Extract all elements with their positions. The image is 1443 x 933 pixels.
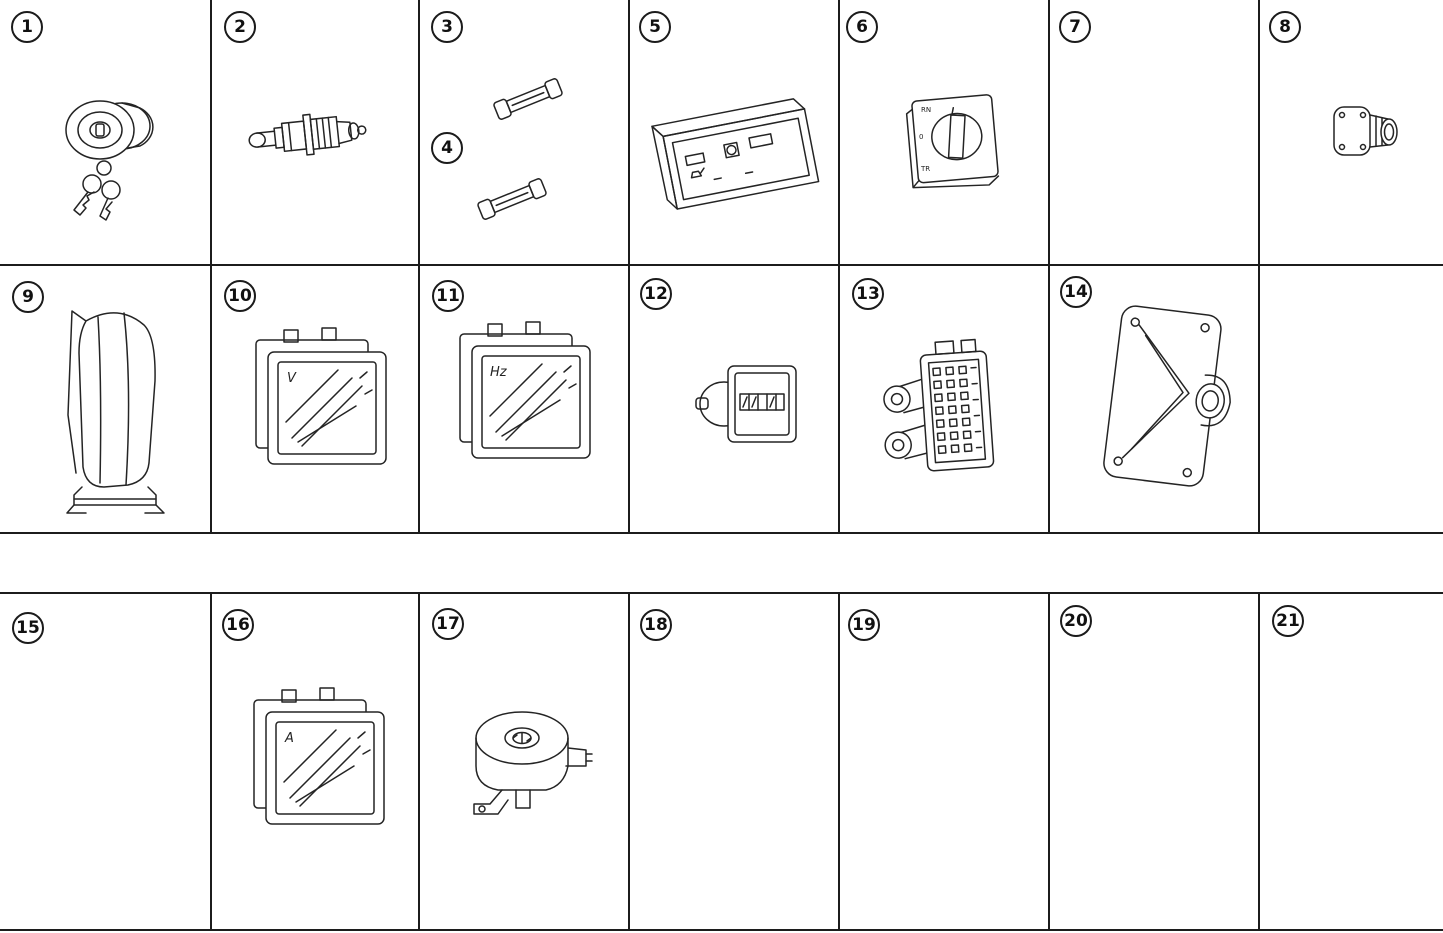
switch-marking: RN bbox=[921, 106, 931, 114]
grid-vline bbox=[1258, 592, 1260, 929]
display-window bbox=[748, 133, 774, 149]
grid-vline bbox=[1048, 592, 1050, 929]
grid-hline bbox=[0, 532, 1443, 534]
item-badge-19: 19 bbox=[848, 609, 880, 641]
part-5 bbox=[640, 85, 830, 220]
grid-vline bbox=[628, 0, 630, 532]
part-1 bbox=[48, 88, 178, 228]
item-badge-17: 17 bbox=[432, 608, 464, 640]
item-number: 19 bbox=[852, 615, 876, 635]
fuse-drawing bbox=[493, 78, 563, 120]
grid-vline bbox=[838, 592, 840, 929]
fuse-drawing bbox=[477, 178, 547, 220]
grid-vline bbox=[210, 0, 212, 532]
item-badge-16: 16 bbox=[222, 609, 254, 641]
grid-vline bbox=[1258, 0, 1260, 532]
voltmeter-gauge-drawing: V bbox=[255, 327, 387, 465]
part-16: A bbox=[240, 678, 400, 838]
item-number: 3 bbox=[441, 17, 453, 37]
item-number: 10 bbox=[228, 286, 252, 306]
item-badge-14: 14 bbox=[1060, 276, 1092, 308]
switch-marking: TR bbox=[920, 165, 930, 173]
item-number: 15 bbox=[16, 618, 40, 638]
item-number: 7 bbox=[1069, 17, 1081, 37]
item-badge-8: 8 bbox=[1269, 11, 1301, 43]
hourglass-icon bbox=[723, 141, 740, 159]
grid-hline bbox=[0, 592, 1443, 594]
item-number: 4 bbox=[441, 138, 453, 158]
hour-meter-drawing bbox=[651, 98, 820, 210]
sender-unit-drawing bbox=[473, 711, 593, 815]
display-window bbox=[684, 152, 706, 167]
item-number: 6 bbox=[856, 17, 868, 37]
gauge-glyph: V bbox=[287, 371, 297, 386]
oil-icon bbox=[690, 167, 705, 179]
item-number: 9 bbox=[22, 287, 34, 307]
rotary-switch-drawing: RN 0 TR bbox=[905, 94, 1000, 189]
item-badge-13: 13 bbox=[852, 278, 884, 310]
item-badge-10: 10 bbox=[224, 280, 256, 312]
item-badge-18: 18 bbox=[640, 609, 672, 641]
grid-vline bbox=[628, 592, 630, 929]
item-number: 13 bbox=[856, 284, 880, 304]
grid-hline bbox=[0, 264, 1443, 266]
item-badge-11: 11 bbox=[432, 280, 464, 312]
item-badge-20: 20 bbox=[1060, 605, 1092, 637]
item-number: 18 bbox=[644, 615, 668, 635]
item-badge-21: 21 bbox=[1272, 605, 1304, 637]
part-13 bbox=[862, 330, 1022, 495]
gasket-plate-drawing bbox=[1103, 305, 1231, 487]
gauge-glyph: A bbox=[284, 731, 294, 746]
part-8 bbox=[1326, 95, 1406, 170]
bulb-socket-drawing bbox=[248, 113, 367, 156]
part-9 bbox=[52, 295, 182, 525]
hour-counter-drawing bbox=[695, 365, 797, 443]
grid-hline bbox=[0, 929, 1443, 931]
item-number: 21 bbox=[1276, 611, 1300, 631]
part-3 bbox=[488, 72, 568, 127]
grid-vline bbox=[418, 0, 420, 532]
part-14 bbox=[1090, 295, 1250, 505]
item-badge-6: 6 bbox=[846, 11, 878, 43]
part-4 bbox=[472, 172, 552, 227]
item-badge-3: 3 bbox=[431, 11, 463, 43]
part-2 bbox=[245, 100, 385, 170]
grid-vline bbox=[210, 592, 212, 929]
item-number: 16 bbox=[226, 615, 250, 635]
item-number: 8 bbox=[1279, 17, 1291, 37]
item-number: 11 bbox=[436, 286, 460, 306]
item-badge-7: 7 bbox=[1059, 11, 1091, 43]
ignition-key-switch-drawing bbox=[65, 100, 154, 221]
item-badge-1: 1 bbox=[11, 11, 43, 43]
item-number: 20 bbox=[1064, 611, 1088, 631]
item-badge-2: 2 bbox=[224, 11, 256, 43]
gauge-glyph: Hz bbox=[490, 365, 508, 380]
item-number: 1 bbox=[21, 17, 33, 37]
item-badge-12: 12 bbox=[640, 278, 672, 310]
part-17 bbox=[450, 692, 600, 832]
grid-vline bbox=[838, 0, 840, 532]
grid-vline bbox=[418, 592, 420, 929]
item-badge-15: 15 bbox=[12, 612, 44, 644]
part-10: V bbox=[242, 318, 402, 478]
item-number: 14 bbox=[1064, 282, 1088, 302]
connector-block-drawing bbox=[883, 338, 995, 472]
switch-marking: 0 bbox=[919, 133, 923, 141]
item-badge-4: 4 bbox=[431, 132, 463, 164]
part-6: RN 0 TR bbox=[895, 82, 1010, 197]
item-number: 12 bbox=[644, 284, 668, 304]
part-12 bbox=[688, 350, 808, 465]
item-badge-5: 5 bbox=[639, 11, 671, 43]
item-number: 2 bbox=[234, 17, 246, 37]
frequency-gauge-drawing: Hz bbox=[459, 321, 591, 459]
threaded-bushing-drawing bbox=[1333, 106, 1398, 156]
item-number: 17 bbox=[436, 614, 460, 634]
grid-vline bbox=[1048, 0, 1050, 532]
item-number: 5 bbox=[649, 17, 661, 37]
part-11: Hz bbox=[446, 312, 606, 472]
rubber-boot-drawing bbox=[66, 310, 165, 514]
item-badge-9: 9 bbox=[12, 281, 44, 313]
ammeter-gauge-drawing: A bbox=[253, 687, 385, 825]
